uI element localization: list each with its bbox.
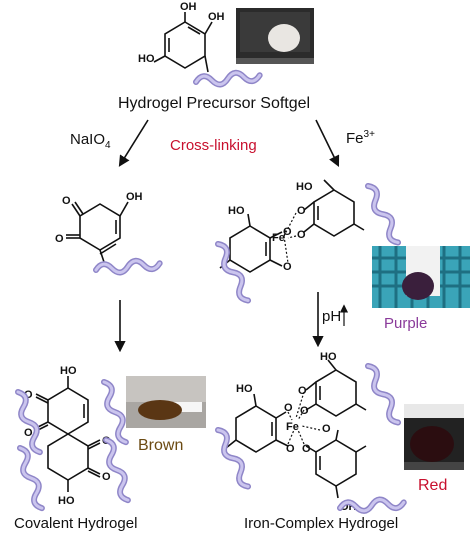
precursor-label: Hydrogel Precursor Softgel [118,95,311,112]
naio4-subscript: 4 [105,140,111,151]
brown-photo [126,376,206,428]
o-label: O [102,471,111,483]
red-label: Red [418,477,448,494]
iron-tris-complex [225,359,367,499]
ho-label: HO [320,351,337,363]
o-label: O [55,233,64,245]
precursor-molecule [153,12,213,73]
o-label: O [297,205,306,217]
o-label: O [24,427,33,439]
o-label: O [300,405,309,417]
coordination-bonds [283,212,297,264]
arrow-right [315,119,340,168]
quinone-molecule [66,201,129,263]
polymer-chain [364,364,403,425]
crosslinking-label: Cross-linking [170,137,257,154]
ho-label: HO [236,383,253,395]
o-label: O [283,261,292,273]
purple-label: Purple [384,315,428,332]
ho-label: HO [228,205,245,217]
o-label: O [24,389,33,401]
oh-label: OH [208,11,225,23]
oh-label: OH [126,191,143,203]
brown-label: Brown [138,437,184,454]
o-label: O [297,229,306,241]
o-label: O [62,195,71,207]
o-label: O [286,443,295,455]
naio4-label: NaIO4 [70,131,111,151]
polymer-chain [15,446,46,510]
fe3-superscript: 3+ [363,129,375,140]
purple-photo [372,246,470,308]
o-label: O [302,443,311,455]
ho-label: HO [138,53,155,65]
o-label: O [322,423,331,435]
ho-label: HO [58,495,75,507]
polymer-chain [195,70,260,87]
iron-complex-label: Iron-Complex Hydrogel [244,515,399,532]
polymer-chain [95,258,160,275]
precursor-photo [236,8,314,64]
ho-label: HO [296,181,313,193]
polymer-chain [364,184,403,245]
fe3-label: Fe3+ [346,129,375,147]
oh-label: OH [180,1,197,13]
covalent-molecule [35,376,101,492]
polymer-chain [214,428,253,489]
o-label: O [298,385,307,397]
polymer-chain [214,242,253,303]
o-label: O [283,226,292,238]
red-photo [404,404,464,470]
iron-bis-complex [219,179,365,273]
ho-label: HO [60,365,77,377]
fe-label: Fe [286,421,299,433]
o-label: O [284,402,293,414]
ph-label: pH [322,308,342,325]
fe-label: Fe [272,232,285,244]
arrow-left [118,119,149,167]
coordination-bonds [287,391,321,445]
covalent-label: Covalent Hydrogel [14,515,138,532]
